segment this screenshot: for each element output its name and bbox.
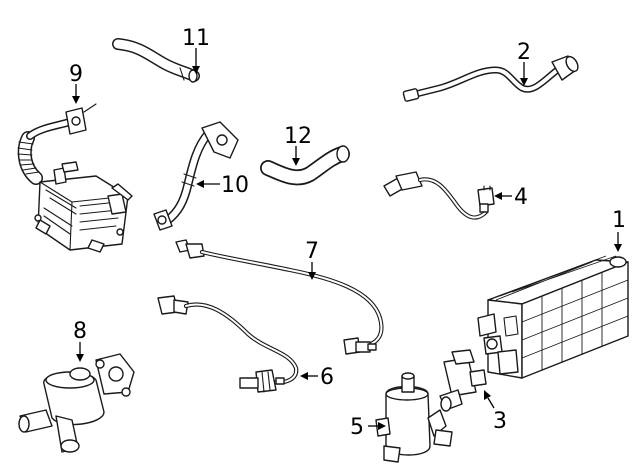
callout-2: 2	[517, 40, 531, 65]
callout-11: 11	[182, 26, 210, 51]
part-2-tube	[402, 55, 579, 102]
part-3-valve	[439, 349, 487, 412]
part-11-hose	[112, 38, 200, 83]
part-10-pipe	[153, 121, 239, 231]
callout-6: 6	[320, 365, 334, 390]
callout-numbers: 11 2 9 12 10 4 1 7 8 6 3 5	[69, 26, 626, 440]
part-8-valve	[18, 353, 135, 453]
part-6-sensor	[157, 295, 299, 393]
part-4-sensor	[383, 171, 495, 220]
callout-4: 4	[514, 185, 528, 210]
part-7-sensor	[175, 239, 384, 355]
part-9-egr-cooler	[17, 103, 133, 253]
callout-7: 7	[305, 239, 319, 264]
part-5-valve	[375, 372, 453, 463]
part-1-canister	[477, 255, 629, 379]
callout-9: 9	[69, 62, 83, 87]
callout-10: 10	[221, 173, 249, 198]
callout-1: 1	[612, 208, 626, 233]
callout-5: 5	[350, 415, 364, 440]
callout-8: 8	[73, 319, 87, 344]
callout-3: 3	[493, 409, 507, 434]
part-12-hose	[260, 145, 350, 186]
leader-lines	[72, 48, 622, 430]
callout-12: 12	[284, 124, 312, 149]
